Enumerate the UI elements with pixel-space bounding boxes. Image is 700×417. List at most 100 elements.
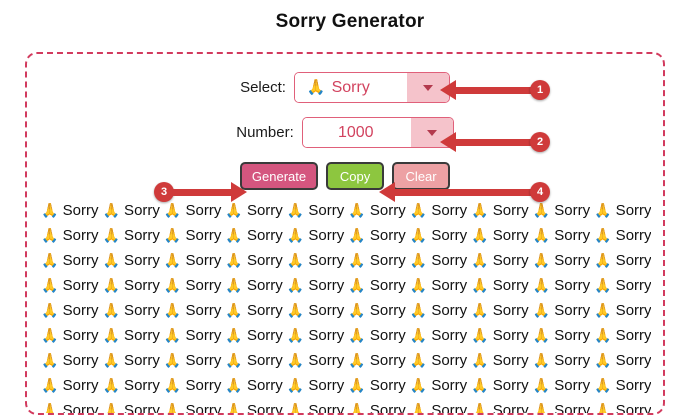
emoji-select[interactable]: 🙏 Sorry xyxy=(293,72,450,103)
sorry-item-text: Sorry xyxy=(611,377,651,394)
generate-button[interactable]: Generate xyxy=(239,162,319,190)
sorry-line: 🙏 Sorry🙏 Sorry🙏 Sorry🙏 Sorry🙏 Sorry🙏 Sor… xyxy=(39,198,651,223)
sorry-item: 🙏 Sorry xyxy=(164,202,221,219)
sorry-item-text: Sorry xyxy=(242,352,283,369)
page-title: Sorry Generator xyxy=(275,11,425,32)
praying-hands-icon: 🙏 xyxy=(532,302,551,318)
sorry-item: 🙏 Sorry xyxy=(594,302,651,319)
praying-hands-icon: 🙏 xyxy=(163,202,182,218)
sorry-item: 🙏 Sorry xyxy=(533,402,590,413)
sorry-item-text: Sorry xyxy=(611,202,651,219)
praying-hands-icon: 🙏 xyxy=(286,202,305,218)
sorry-item: 🙏 Sorry xyxy=(594,377,651,394)
sorry-item: 🙏 Sorry xyxy=(164,227,221,244)
sorry-item-text: Sorry xyxy=(58,352,99,369)
sorry-line: 🙏 Sorry🙏 Sorry🙏 Sorry🙏 Sorry🙏 Sorry🙏 Sor… xyxy=(39,323,651,348)
sorry-item-text: Sorry xyxy=(119,277,160,294)
sorry-item-text: Sorry xyxy=(58,252,99,269)
sorry-item-text: Sorry xyxy=(611,252,651,269)
sorry-item-text: Sorry xyxy=(119,252,160,269)
sorry-item: 🙏 Sorry xyxy=(533,202,590,219)
praying-hands-icon: 🙏 xyxy=(286,227,305,243)
praying-hands-icon: 🙏 xyxy=(225,402,243,415)
sorry-item: 🙏 Sorry xyxy=(225,227,282,244)
sorry-item: 🙏 Sorry xyxy=(225,302,282,319)
clear-button[interactable]: Clear xyxy=(392,162,451,190)
sorry-item-text: Sorry xyxy=(488,302,529,319)
sorry-output-area[interactable]: 🙏 Sorry🙏 Sorry🙏 Sorry🙏 Sorry🙏 Sorry🙏 Sor… xyxy=(27,198,663,415)
praying-hands-icon: 🙏 xyxy=(102,302,120,318)
sorry-item-text: Sorry xyxy=(550,352,591,369)
sorry-item-text: Sorry xyxy=(58,327,99,344)
sorry-item-text: Sorry xyxy=(119,402,160,415)
praying-hands-icon: 🙏 xyxy=(348,402,366,415)
sorry-line: 🙏 Sorry🙏 Sorry🙏 Sorry🙏 Sorry🙏 Sorry🙏 Sor… xyxy=(39,223,651,248)
sorry-item: 🙏 Sorry xyxy=(471,277,528,294)
sorry-item: 🙏 Sorry xyxy=(287,352,344,369)
number-row: Number: 1000 xyxy=(27,117,663,148)
sorry-item-text: Sorry xyxy=(119,377,160,394)
sorry-item: 🙏 Sorry xyxy=(410,327,467,344)
praying-hands-icon: 🙏 xyxy=(102,277,120,293)
sorry-item: 🙏 Sorry xyxy=(410,277,467,294)
praying-hands-icon: 🙏 xyxy=(348,377,366,393)
praying-hands-icon: 🙏 xyxy=(163,277,182,293)
praying-hands-icon: 🙏 xyxy=(286,402,305,415)
select-label: Select: xyxy=(240,79,286,96)
emoji-select-text: Sorry xyxy=(331,78,370,96)
praying-hands-icon: 🙏 xyxy=(409,227,428,243)
praying-hands-icon: 🙏 xyxy=(348,327,366,343)
sorry-item: 🙏 Sorry xyxy=(594,202,651,219)
sorry-item-text: Sorry xyxy=(550,277,591,294)
sorry-item: 🙏 Sorry xyxy=(348,277,405,294)
sorry-line: 🙏 Sorry🙏 Sorry🙏 Sorry🙏 Sorry🙏 Sorry🙏 Sor… xyxy=(39,348,651,373)
number-select-arrow-zone[interactable] xyxy=(410,118,453,147)
sorry-item-text: Sorry xyxy=(365,302,406,319)
sorry-item: 🙏 Sorry xyxy=(41,402,98,413)
praying-hands-icon: 🙏 xyxy=(471,302,489,318)
sorry-item: 🙏 Sorry xyxy=(225,202,282,219)
sorry-item: 🙏 Sorry xyxy=(287,252,344,269)
sorry-item: 🙏 Sorry xyxy=(164,252,221,269)
praying-hands-icon: 🙏 xyxy=(225,327,243,343)
praying-hands-icon: 🙏 xyxy=(348,277,366,293)
sorry-item: 🙏 Sorry xyxy=(471,302,528,319)
praying-hands-icon: 🙏 xyxy=(594,302,612,318)
praying-hands-icon: 🙏 xyxy=(163,227,182,243)
sorry-item: 🙏 Sorry xyxy=(410,352,467,369)
sorry-item: 🙏 Sorry xyxy=(286,402,344,415)
praying-hands-icon: 🙏 xyxy=(286,327,305,343)
sorry-item-text: Sorry xyxy=(488,352,529,369)
praying-hands-icon: 🙏 xyxy=(163,327,182,343)
praying-hands-icon: 🙏 xyxy=(471,377,489,393)
sorry-item-text: Sorry xyxy=(488,202,529,219)
praying-hands-icon: 🙏 xyxy=(471,352,489,368)
sorry-item: 🙏 Sorry xyxy=(164,302,221,319)
sorry-line: 🙏 Sorry🙏 Sorry🙏 Sorry🙏 Sorry🙏 Sorry🙏 Sor… xyxy=(39,373,651,398)
copy-button[interactable]: Copy xyxy=(326,162,385,190)
sorry-item-text: Sorry xyxy=(611,277,651,294)
sorry-item: 🙏 Sorry xyxy=(471,352,528,369)
praying-hands-icon: 🙏 xyxy=(163,402,182,415)
sorry-item: 🙏 Sorry xyxy=(102,252,159,269)
praying-hands-icon: 🙏 xyxy=(348,227,366,243)
emoji-select-arrow-zone[interactable] xyxy=(406,73,449,102)
sorry-item-text: Sorry xyxy=(304,202,345,219)
praying-hands-icon: 🙏 xyxy=(163,302,182,318)
sorry-item: 🙏 Sorry xyxy=(348,327,405,344)
sorry-item: 🙏 Sorry xyxy=(225,327,282,344)
sorry-item: 🙏 Sorry xyxy=(41,302,98,319)
sorry-item: 🙏 Sorry xyxy=(102,277,159,294)
praying-hands-icon: 🙏 xyxy=(41,352,59,368)
sorry-item-text: Sorry xyxy=(365,252,406,269)
praying-hands-icon: 🙏 xyxy=(409,402,428,415)
sorry-item: 🙏 Sorry xyxy=(41,352,98,369)
praying-hands-icon: 🙏 xyxy=(471,327,489,343)
praying-hands-icon: 🙏 xyxy=(286,277,305,293)
sorry-item-text: Sorry xyxy=(119,227,160,244)
sorry-item-text: Sorry xyxy=(58,277,99,294)
praying-hands-icon: 🙏 xyxy=(102,352,120,368)
sorry-item: 🙏 Sorry xyxy=(348,202,405,219)
praying-hands-icon: 🙏 xyxy=(163,377,182,393)
number-select[interactable]: 1000 xyxy=(301,117,454,148)
